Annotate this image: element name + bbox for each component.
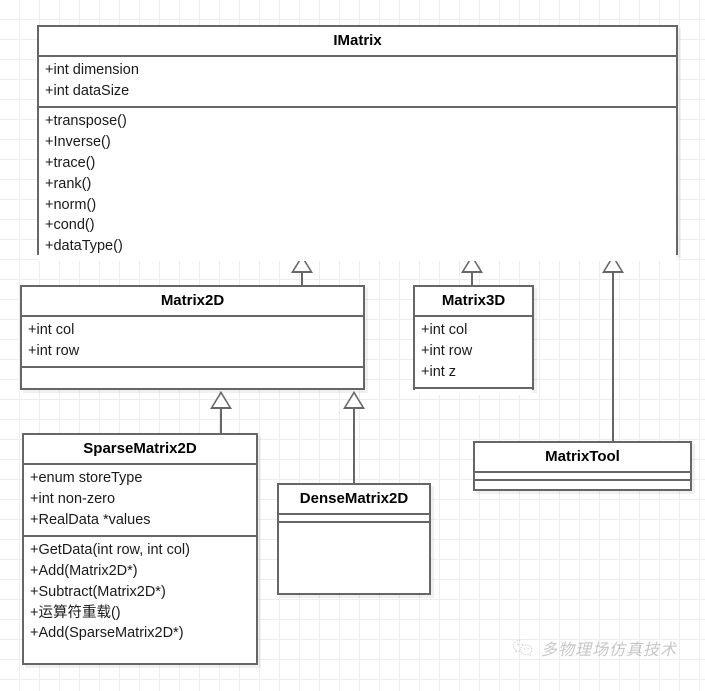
class-operations-matrixtool: [475, 481, 690, 488]
class-title-densematrix2d: DenseMatrix2D: [279, 485, 429, 516]
class-attributes-matrix2d: +int col +int row: [22, 317, 363, 368]
class-attributes-densematrix2d: [279, 515, 429, 524]
watermark: 多物理场仿真技术: [512, 636, 677, 660]
class-attributes-matrix3d: +int col +int row +int z: [415, 317, 532, 389]
class-member: +trace(): [45, 154, 96, 171]
wechat-logo-icon: [512, 639, 533, 657]
class-member: +RealData *values: [30, 512, 151, 528]
class-attributes-imatrix: +int dimension +int dataSize: [39, 57, 676, 108]
class-member: +int z: [421, 364, 457, 380]
generalization-line-matrixtool-imatrix: [612, 272, 614, 442]
class-member: +int col: [421, 322, 468, 339]
class-operations-matrix3d: [415, 388, 532, 395]
class-box-sparsematrix2d[interactable]: SparseMatrix2D +enum storeType +int non-…: [22, 433, 258, 665]
class-member: +int row: [28, 343, 80, 360]
class-member: +int row: [421, 343, 473, 360]
class-operations-sparsematrix2d: +GetData(int row, int col) +Add(Matrix2D…: [24, 536, 256, 649]
class-member: +Add(Matrix2D*): [30, 562, 138, 579]
class-operations-imatrix: +transpose() +Inverse() +trace() +rank()…: [39, 108, 676, 262]
class-attributes-sparsematrix2d: +enum storeType +int non-zero +RealData …: [24, 465, 256, 537]
class-member: +dataType(): [45, 238, 123, 255]
generalization-line-matrix3d-imatrix: [471, 272, 473, 288]
class-member: +norm(): [45, 196, 97, 213]
class-attributes-matrixtool: [475, 473, 690, 482]
class-operations-densematrix2d: [279, 523, 429, 584]
generalization-line-matrix2d-imatrix: [301, 272, 303, 288]
class-box-imatrix[interactable]: IMatrix +int dimension +int dataSize +tr…: [37, 25, 678, 262]
class-member: +Add(SparseMatrix2D*): [30, 625, 184, 642]
class-member: +int dimension: [45, 62, 139, 79]
class-title-imatrix: IMatrix: [39, 27, 676, 58]
class-operations-matrix2d: [22, 368, 363, 374]
class-box-matrix3d[interactable]: Matrix3D +int col +int row +int z: [413, 285, 534, 395]
class-member: +int dataSize: [45, 83, 130, 100]
class-title-matrix3d: Matrix3D: [415, 287, 532, 318]
class-title-matrixtool: MatrixTool: [475, 443, 690, 474]
class-member: +Inverse(): [45, 133, 111, 150]
class-box-matrixtool[interactable]: MatrixTool: [473, 441, 692, 491]
class-member: +int non-zero: [30, 491, 116, 508]
generalization-line-densematrix2d-matrix2d: [353, 408, 355, 485]
class-title-sparsematrix2d: SparseMatrix2D: [24, 435, 256, 466]
generalization-arrow-sparsematrix2d-matrix2d: [210, 391, 232, 409]
class-member: +运算符重载(): [30, 604, 121, 621]
class-member: +int col: [28, 322, 75, 339]
class-box-matrix2d[interactable]: Matrix2D +int col +int row: [20, 285, 365, 390]
class-member: +Subtract(Matrix2D*): [30, 583, 166, 600]
class-member: +enum storeType: [30, 470, 143, 487]
class-title-matrix2d: Matrix2D: [22, 287, 363, 318]
generalization-arrow-densematrix2d-matrix2d: [343, 391, 365, 409]
watermark-text: 多物理场仿真技术: [541, 640, 678, 659]
class-member: +rank(): [45, 175, 92, 192]
class-box-densematrix2d[interactable]: DenseMatrix2D: [277, 483, 431, 595]
generalization-line-sparsematrix2d-matrix2d: [220, 408, 222, 434]
class-member: +GetData(int row, int col): [30, 541, 190, 558]
class-member: +cond(): [45, 217, 95, 234]
class-member: +transpose(): [45, 113, 127, 129]
